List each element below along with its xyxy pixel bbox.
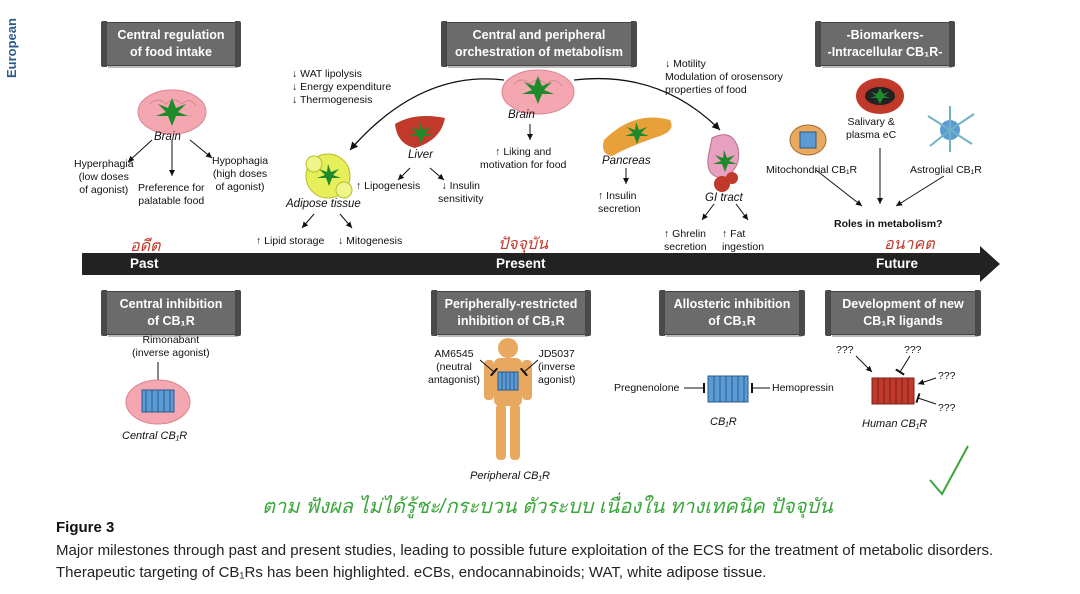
peripheral-cb1r-label: Peripheral CB₁R bbox=[470, 470, 550, 482]
liver-icon bbox=[395, 116, 445, 148]
rimonabant-text: Rimonabant(inverse agonist) bbox=[132, 334, 210, 359]
roles-text: Roles in metabolism? bbox=[834, 218, 943, 230]
lipogenesis-text: ↑ Lipogenesis bbox=[356, 180, 421, 192]
cb1r-label: CB₁R bbox=[710, 416, 737, 428]
green-check-mark bbox=[929, 445, 969, 496]
arrow-to-gi bbox=[573, 77, 721, 131]
human-body-icon bbox=[484, 338, 532, 460]
ligand-arrow-2 bbox=[895, 355, 911, 376]
timeline-bar bbox=[82, 253, 982, 275]
am6545-inhibit-line bbox=[479, 359, 499, 377]
arrow-mito-roles bbox=[815, 169, 863, 207]
handwritten-future: อนาคต bbox=[884, 236, 935, 253]
arrow-mitogenesis bbox=[339, 213, 353, 229]
liver-label: Liver bbox=[408, 149, 433, 161]
timeline-future: Future bbox=[876, 256, 918, 271]
banner-development: Development of new CB₁R ligands bbox=[825, 290, 981, 336]
salivary-icon bbox=[856, 78, 904, 114]
mitogenesis-text: ↓ Mitogenesis bbox=[338, 235, 403, 247]
jd5037-inhibit-line bbox=[519, 359, 539, 377]
human-cb1r-receptor-icon bbox=[871, 377, 915, 405]
salivary-text: Salivary &plasma eC bbox=[846, 116, 897, 141]
figure-title: Figure 3 bbox=[56, 519, 115, 536]
arrow-to-adipose bbox=[349, 78, 505, 151]
qmarks-4: ??? bbox=[938, 402, 956, 414]
astroglial-cb1r-text: Astroglial CB₁R bbox=[910, 164, 982, 176]
arrow-hyperphagia bbox=[127, 139, 153, 163]
qmarks-2: ??? bbox=[904, 344, 922, 356]
wat-list: ↓ WAT lipolysis↓ Energy expenditure↓ The… bbox=[292, 68, 392, 106]
handwritten-green-note: ตาม ฟังผล ไม่ได้รู้ชะ/กระบวน ตัวระบบ เนื… bbox=[262, 496, 833, 518]
arrow-fat bbox=[735, 203, 749, 221]
mitochondrion-icon bbox=[789, 124, 827, 156]
adipose-icon bbox=[305, 153, 353, 199]
timeline-arrowhead bbox=[980, 246, 1000, 282]
arrow-ghrelin bbox=[701, 203, 715, 221]
pancreas-label: Pancreas bbox=[602, 155, 651, 167]
banner-biomarkers: -Biomarkers- -Intracellular CB₁R- bbox=[815, 21, 955, 67]
handwritten-present: ปัจจุบัน bbox=[498, 236, 548, 253]
timeline-present: Present bbox=[496, 256, 546, 271]
adipose-label: Adipose tissue bbox=[286, 198, 361, 210]
arrow-astro-roles bbox=[895, 175, 945, 207]
ligand-arrow-3 bbox=[917, 377, 937, 385]
arrow-hypophagia bbox=[189, 139, 213, 159]
timeline-past: Past bbox=[130, 256, 159, 271]
handwritten-past: อดีต bbox=[130, 238, 161, 255]
astroglia-icon bbox=[927, 106, 975, 152]
qmarks-3: ??? bbox=[938, 370, 956, 382]
central-cb1r-brain-icon bbox=[125, 379, 191, 425]
gi-tract-label: GI tract bbox=[705, 192, 743, 204]
lipid-storage-text: ↑ Lipid storage bbox=[256, 235, 325, 247]
figure-caption: Major milestones through past and presen… bbox=[56, 542, 994, 581]
gi-tract-icon bbox=[707, 134, 740, 192]
banner-central-inhibition: Central inhibition of CB₁R bbox=[101, 290, 241, 336]
arrow-insulin-sensitivity bbox=[429, 167, 445, 181]
past-brain-icon bbox=[137, 89, 207, 135]
pancreas-icon bbox=[603, 117, 672, 156]
central-cb1r-label: Central CB₁R bbox=[122, 430, 188, 442]
present-brain-label: Brain bbox=[508, 109, 535, 121]
banner-central-regulation: Central regulation of food intake bbox=[101, 21, 241, 67]
hemopressin-text: Hemopressin bbox=[772, 382, 834, 394]
banner-central-peripheral: Central and peripheral orchestration of … bbox=[441, 21, 637, 67]
banner-peripheral-inhibition: Peripherally-restricted inhibition of CB… bbox=[431, 290, 591, 336]
ligand-arrow-4 bbox=[915, 392, 937, 405]
arrow-lipid bbox=[301, 213, 315, 229]
ligand-arrow-1 bbox=[855, 355, 873, 373]
arrow-lipogenesis bbox=[397, 167, 411, 181]
banner-allosteric: Allosteric inhibition of CB₁R bbox=[659, 290, 805, 336]
human-cb1r-label: Human CB₁R bbox=[862, 418, 928, 430]
mitochondrial-cb1r-text: Mitochondrial CB₁R bbox=[766, 164, 858, 176]
pregnenolone-text: Pregnenolone bbox=[614, 382, 680, 394]
qmarks-1: ??? bbox=[836, 344, 854, 356]
present-brain-icon bbox=[501, 69, 575, 115]
past-brain-label: Brain bbox=[154, 131, 181, 143]
cb1r-receptor-icon bbox=[707, 375, 749, 403]
